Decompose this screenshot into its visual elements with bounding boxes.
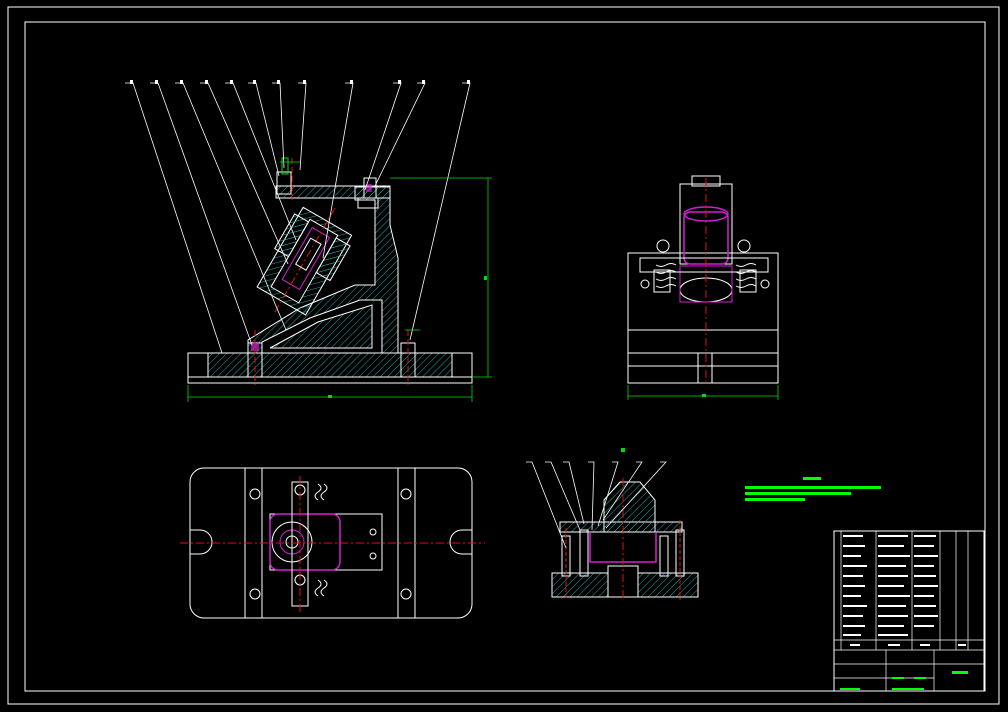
technical-requirements-notes xyxy=(745,477,881,501)
title-block xyxy=(833,530,985,692)
inner-frame xyxy=(24,21,986,692)
detail-section-view xyxy=(526,448,699,600)
side-view xyxy=(627,175,779,400)
outer-frame xyxy=(7,6,1000,705)
top-view xyxy=(180,467,485,619)
front-section-view xyxy=(125,80,492,402)
